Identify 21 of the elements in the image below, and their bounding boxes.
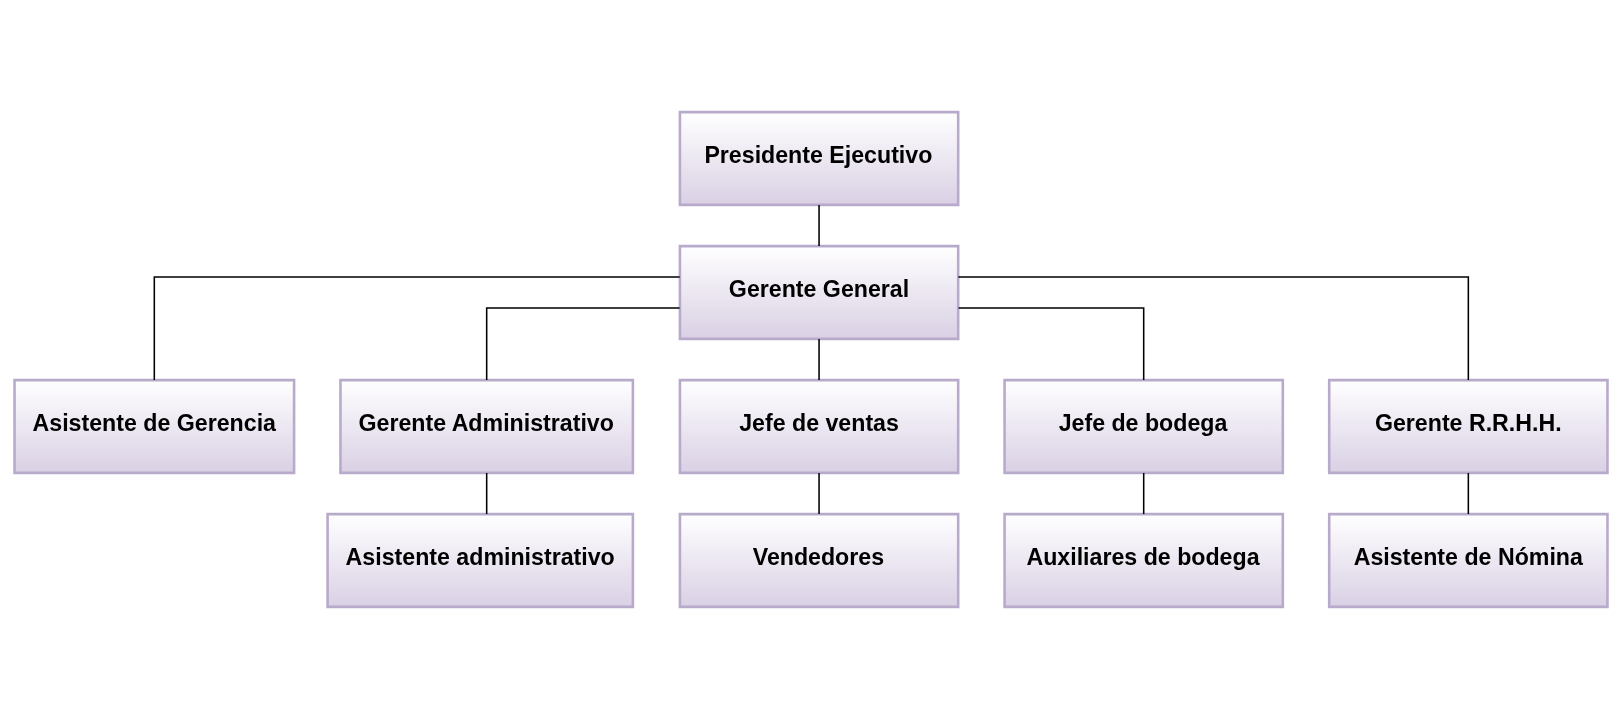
node-box: Presidente Ejecutivo: [678, 110, 960, 207]
node-box: Jefe de bodega: [1003, 378, 1285, 475]
connector: [957, 307, 1145, 381]
connector: [957, 276, 1470, 381]
node-box: Gerente Administrativo: [339, 378, 635, 475]
connector: [485, 307, 681, 381]
node-box: Asistente de Gerencia: [13, 378, 296, 475]
node-box: Jefe de ventas: [678, 378, 960, 475]
node-box: Asistente de Nómina: [1327, 512, 1609, 609]
connector: [1142, 472, 1145, 515]
node-box: Gerente General: [678, 244, 960, 341]
node-box: Asistente administrativo: [326, 512, 635, 609]
node-box: Gerente R.R.H.H.: [1327, 378, 1609, 475]
node-box: Auxiliares de bodega: [1003, 512, 1285, 609]
connector: [1467, 472, 1470, 515]
node-box: Vendedores: [678, 512, 960, 609]
connector: [818, 204, 820, 247]
connector: [153, 276, 681, 381]
connector: [818, 338, 820, 381]
connector: [818, 472, 820, 515]
connector: [485, 472, 488, 515]
